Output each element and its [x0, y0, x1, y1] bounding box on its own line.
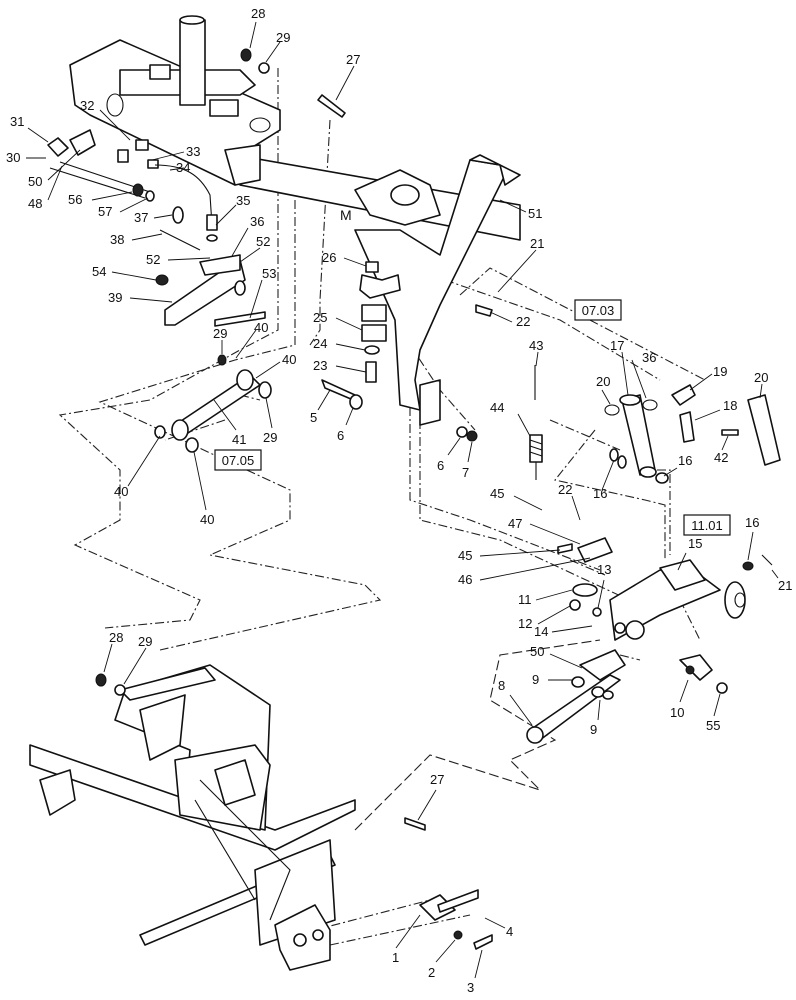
callout-29c: 29 — [213, 326, 227, 341]
callout-45b: 45 — [458, 548, 472, 563]
callout-34: 34 — [176, 160, 190, 175]
hitch-frame — [29, 664, 493, 971]
callout-6: 6 — [337, 428, 344, 443]
callout-45: 45 — [490, 486, 504, 501]
callout-17: 17 — [610, 338, 624, 353]
callout-20b: 20 — [754, 370, 768, 385]
callout-35: 35 — [236, 193, 250, 208]
callout-38: 38 — [110, 232, 124, 247]
axle-housing — [569, 554, 773, 694]
callout-5: 5 — [310, 410, 317, 425]
callout-9: 9 — [532, 672, 539, 687]
right-cylinder — [604, 384, 739, 484]
callout-55: 55 — [706, 718, 720, 733]
cylinder-bracket — [155, 254, 266, 327]
callout-54: 54 — [92, 264, 106, 279]
callout-16c: 16 — [745, 515, 759, 530]
callout-44: 44 — [490, 400, 504, 415]
callout-50b: 50 — [530, 644, 544, 659]
callout-2: 2 — [428, 965, 435, 980]
plate — [747, 394, 781, 466]
mount-stack — [321, 261, 401, 410]
callout-39: 39 — [108, 290, 122, 305]
callout-7: 7 — [462, 465, 469, 480]
callout-26: 26 — [322, 250, 336, 265]
ref-box-0703[interactable]: 07.03 — [574, 299, 622, 321]
callout-37: 37 — [134, 210, 148, 225]
callout-51: 51 — [528, 206, 542, 221]
callout-52b: 52 — [146, 252, 160, 267]
svg-text:07.05: 07.05 — [222, 453, 255, 468]
callout-25: 25 — [313, 310, 327, 325]
callout-28b: 28 — [109, 630, 123, 645]
lift-bracket — [354, 169, 441, 226]
callout-4: 4 — [506, 924, 513, 939]
callout-57: 57 — [98, 204, 112, 219]
callout-48: 48 — [28, 196, 42, 211]
callout-29: 29 — [276, 30, 290, 45]
callout-32: 32 — [80, 98, 94, 113]
callout-13: 13 — [597, 562, 611, 577]
callout-30: 30 — [6, 150, 20, 165]
callout-3: 3 — [467, 980, 474, 995]
svg-text:M: M — [340, 207, 352, 223]
callout-10: 10 — [670, 705, 684, 720]
callout-12: 12 — [518, 616, 532, 631]
spring-assembly — [529, 365, 543, 480]
callout-19: 19 — [713, 364, 727, 379]
hydraulic-fittings — [47, 129, 218, 251]
callout-50: 50 — [28, 174, 42, 189]
callout-21b: 21 — [778, 578, 792, 593]
callout-11: 11 — [518, 592, 532, 607]
callout-labels: 1 2 3 4 5 6 6 7 8 9 9 10 11 12 13 14 15 … — [6, 6, 792, 995]
callout-29d: 29 — [263, 430, 277, 445]
callout-16: 16 — [678, 453, 692, 468]
callout-28: 28 — [251, 6, 265, 21]
callout-40b: 40 — [282, 352, 296, 367]
callout-53: 53 — [262, 266, 276, 281]
callout-23: 23 — [313, 358, 327, 373]
callout-18: 18 — [723, 398, 737, 413]
callout-56: 56 — [68, 192, 82, 207]
callout-16b: 16 — [593, 486, 607, 501]
ref-box-0705[interactable]: 07.05 — [214, 449, 262, 471]
callout-21: 21 — [530, 236, 544, 251]
lift-arm: M — [340, 154, 521, 426]
callout-14: 14 — [534, 624, 548, 639]
spring-bracket — [557, 537, 613, 563]
callout-22: 22 — [516, 314, 530, 329]
callout-8: 8 — [498, 678, 505, 693]
ref-box-1101[interactable]: 11.01 — [683, 514, 731, 536]
svg-text:07.03: 07.03 — [582, 303, 615, 318]
callout-24: 24 — [313, 336, 327, 351]
callout-27b: 27 — [430, 772, 444, 787]
lower-link — [526, 649, 626, 744]
callout-52: 52 — [256, 234, 270, 249]
callout-6b: 6 — [437, 458, 444, 473]
callout-43: 43 — [529, 338, 543, 353]
callout-31: 31 — [10, 114, 24, 129]
callout-40c: 40 — [114, 484, 128, 499]
callout-36b: 36 — [642, 350, 656, 365]
callout-46: 46 — [458, 572, 472, 587]
callout-15: 15 — [688, 536, 702, 551]
callout-42: 42 — [714, 450, 728, 465]
callout-20: 20 — [596, 374, 610, 389]
pins — [240, 48, 493, 442]
callout-29b: 29 — [138, 634, 152, 649]
callout-33: 33 — [186, 144, 200, 159]
callout-9b: 9 — [590, 722, 597, 737]
callout-36: 36 — [250, 214, 264, 229]
callout-1: 1 — [392, 950, 399, 965]
callout-40d: 40 — [200, 512, 214, 527]
callout-40: 40 — [254, 320, 268, 335]
callout-27: 27 — [346, 52, 360, 67]
callout-41: 41 — [232, 432, 246, 447]
svg-text:11.01: 11.01 — [691, 518, 723, 533]
callout-47: 47 — [508, 516, 522, 531]
callout-22b: 22 — [558, 482, 572, 497]
